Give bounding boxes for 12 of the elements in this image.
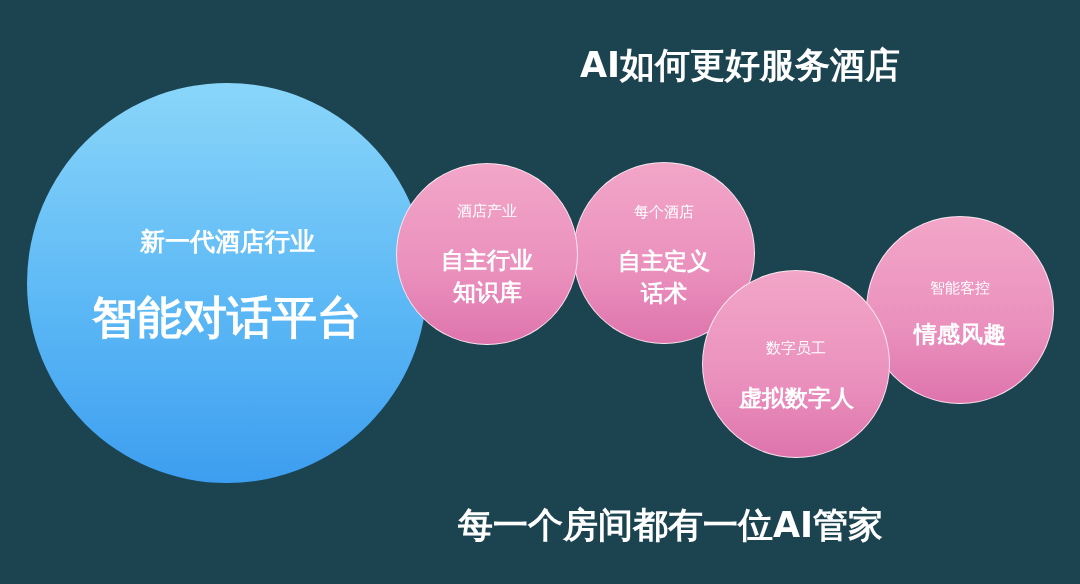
circle-heading: 虚拟数字人 — [738, 384, 854, 413]
slogan-text: 每一个房间都有一位AI管家 — [458, 504, 884, 547]
circle-subtitle: 智能客控 — [930, 279, 990, 298]
circle-heading: 自主定义话术 — [617, 247, 711, 308]
circle-heading: 自主行业知识库 — [440, 246, 534, 307]
circle-subtitle: 新一代酒店行业 — [139, 226, 315, 258]
title: AI如何更好服务酒店 — [580, 44, 901, 87]
circle-subtitle: 数字员工 — [766, 339, 826, 358]
circle-heading: 智能对话平台 — [92, 290, 362, 346]
circle-heading: 情感风趣 — [914, 320, 1006, 349]
circle-subtitle: 每个酒店 — [634, 203, 694, 222]
circle-subtitle: 酒店产业 — [457, 202, 517, 221]
